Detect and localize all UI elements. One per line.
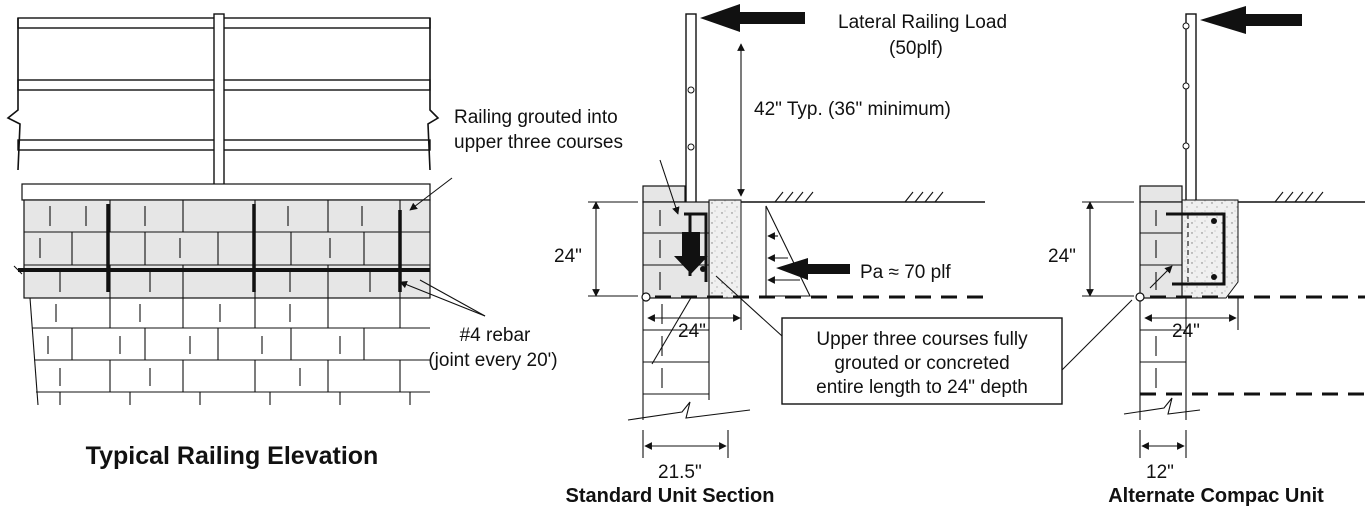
std-lower-units	[627, 298, 751, 421]
std-depth-label: 24"	[554, 246, 582, 267]
break-line-right	[427, 18, 440, 171]
break-line-left	[6, 18, 21, 171]
standard-title: Standard Unit Section	[566, 485, 775, 507]
callout-line2: grouted or concreted	[834, 353, 1009, 374]
std-ground-hatch	[774, 191, 944, 203]
alternate-section-view: 24" 24" 12" Alternate Compac Unit	[1048, 6, 1365, 507]
std-railing-post	[685, 13, 697, 219]
std-load-arrow	[700, 4, 805, 32]
std-width-label: 24"	[678, 321, 706, 342]
elevation-view: Railing grouted into upper three courses…	[6, 13, 623, 470]
railing-post	[213, 13, 225, 187]
grouted-label-line1: Railing grouted into	[454, 107, 618, 128]
alternate-title: Alternate Compac Unit	[1108, 485, 1324, 507]
callout-line3: entire length to 24" depth	[816, 377, 1028, 398]
pressure-label: Pa ≈ 70 plf	[860, 262, 951, 283]
grouted-label-line2: upper three courses	[454, 132, 623, 153]
lateral-load-label-line2: (50plf)	[889, 38, 943, 59]
std-unit-width-label: 21.5"	[658, 462, 702, 483]
std-grout-arrow	[674, 232, 708, 274]
vertical-rebars	[106, 204, 402, 292]
alt-width-label: 24"	[1172, 321, 1200, 342]
rebar-label-line2: (joint every 20')	[428, 350, 557, 371]
alt-block-unit	[1139, 201, 1183, 299]
alt-depth-label: 24"	[1048, 246, 1076, 267]
alt-ground-hatch	[1274, 191, 1324, 203]
std-concrete-fill	[708, 199, 742, 299]
height-label: 42" Typ. (36" minimum)	[754, 99, 951, 120]
elevation-title: Typical Railing Elevation	[86, 442, 379, 470]
lateral-load-label-line1: Lateral Railing Load	[838, 12, 1007, 33]
standard-section-view: Lateral Railing Load (50plf) 42" Typ. (3…	[554, 4, 1063, 507]
alt-unit-width-label: 12"	[1146, 462, 1174, 483]
rebar-label-line1: #4 rebar	[460, 325, 531, 346]
lower-courses	[29, 297, 430, 406]
grouted-courses	[23, 199, 431, 299]
alt-load-arrow	[1200, 6, 1302, 34]
std-callout-box	[781, 317, 1063, 405]
alt-railing-post	[1185, 13, 1197, 215]
std-pressure-arrow	[776, 258, 850, 280]
callout-line1: Upper three courses fully	[816, 329, 1028, 350]
alt-lower-units	[1123, 298, 1201, 420]
